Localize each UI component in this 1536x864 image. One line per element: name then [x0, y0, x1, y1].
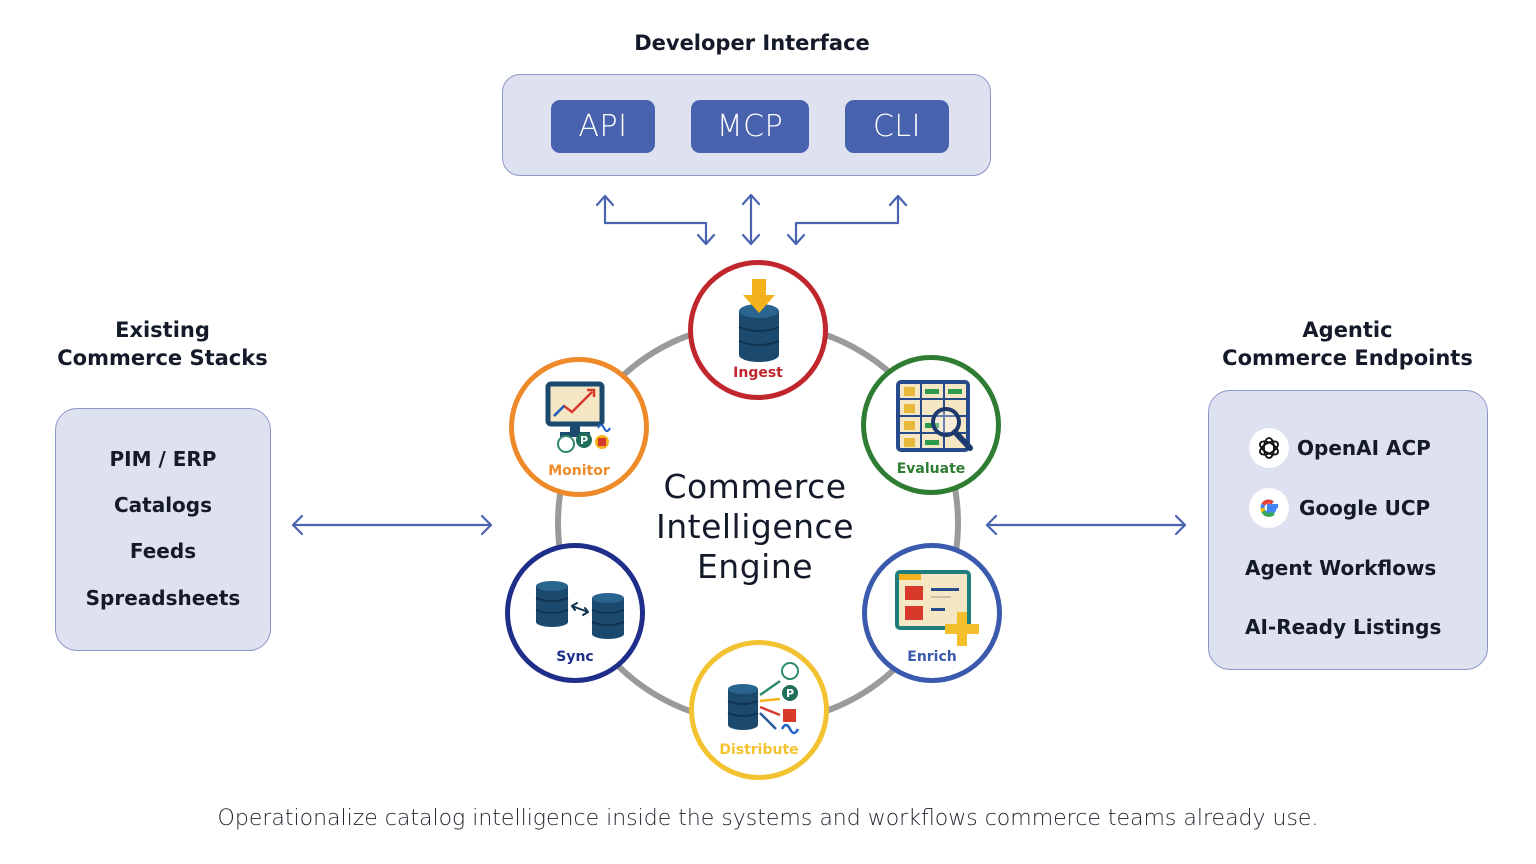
left-elbow-arrow [595, 194, 716, 246]
svg-text:P: P [786, 687, 794, 700]
database-sync-icon [535, 581, 625, 639]
stage-sync-label: Sync [556, 649, 594, 665]
agentic-endpoints-title-line1: Agentic [1302, 318, 1393, 342]
existing-stacks-title: Existing Commerce Stacks [40, 316, 285, 372]
stage-ingest[interactable]: Ingest [688, 260, 828, 400]
endpoint-openai-acp: OpenAI ACP [1297, 436, 1431, 460]
left-bidirectional-arrow [291, 514, 493, 536]
right-elbow-arrow [786, 194, 908, 246]
footer-tagline: Operationalize catalog intelligence insi… [217, 806, 1319, 831]
stage-enrich[interactable]: Enrich [862, 543, 1002, 683]
endpoint-ai-ready-listings: AI-Ready Listings [1245, 615, 1442, 639]
existing-stacks-title-line1: Existing [115, 318, 210, 342]
cli-button[interactable]: CLI [845, 100, 949, 153]
stack-item-catalogs: Catalogs [113, 493, 213, 517]
endpoint-agent-workflows: Agent Workflows [1245, 556, 1437, 580]
engine-title-line2: Intelligence [655, 507, 854, 546]
engine-title-line1: Commerce [663, 467, 847, 506]
center-vertical-arrow [741, 193, 761, 246]
stack-item-feeds: Feeds [129, 539, 197, 563]
developer-connector-arrows [595, 193, 908, 246]
stage-ingest-label: Ingest [733, 365, 783, 381]
existing-stacks-panel: PIM / ERP Catalogs Feeds Spreadsheets [55, 408, 271, 651]
stage-monitor[interactable]: P Monitor [509, 357, 649, 497]
stage-evaluate[interactable]: Evaluate [861, 355, 1001, 495]
developer-interface-title: Developer Interface [634, 31, 870, 55]
grid-magnifier-icon [896, 380, 973, 452]
existing-stacks-title-line2: Commerce Stacks [57, 346, 268, 370]
database-distribute-icon: P [727, 662, 800, 735]
openai-logo-icon [1249, 428, 1289, 468]
stage-monitor-label: Monitor [548, 463, 610, 479]
stage-distribute-label: Distribute [719, 742, 799, 758]
stage-evaluate-label: Evaluate [896, 461, 966, 477]
card-plus-icon [895, 570, 979, 646]
stack-item-spreadsheets: Spreadsheets [85, 586, 241, 610]
stage-enrich-label: Enrich [907, 649, 957, 665]
engine-title: Commerce Intelligence Engine [620, 467, 890, 587]
agentic-endpoints-title-line2: Commerce Endpoints [1222, 346, 1473, 370]
api-button[interactable]: API [551, 100, 655, 153]
database-ingest-icon [738, 279, 780, 362]
google-logo-icon [1249, 488, 1289, 528]
monitor-chart-icon: P [545, 381, 611, 453]
agentic-endpoints-title: Agentic Commerce Endpoints [1195, 316, 1500, 372]
stack-item-pim-erp: PIM / ERP [109, 447, 217, 471]
right-bidirectional-arrow [985, 514, 1187, 536]
engine-title-line3: Engine [696, 547, 814, 586]
stage-sync[interactable]: Sync [505, 543, 645, 683]
mcp-button[interactable]: MCP [691, 100, 809, 153]
svg-text:P: P [580, 434, 588, 447]
developer-interface-panel: API MCP CLI [502, 74, 991, 176]
stage-distribute[interactable]: P Distribute [689, 640, 829, 780]
agentic-endpoints-panel: OpenAI ACP Google UCP Agent Workflows AI… [1208, 390, 1488, 670]
endpoint-google-ucp: Google UCP [1299, 496, 1431, 520]
